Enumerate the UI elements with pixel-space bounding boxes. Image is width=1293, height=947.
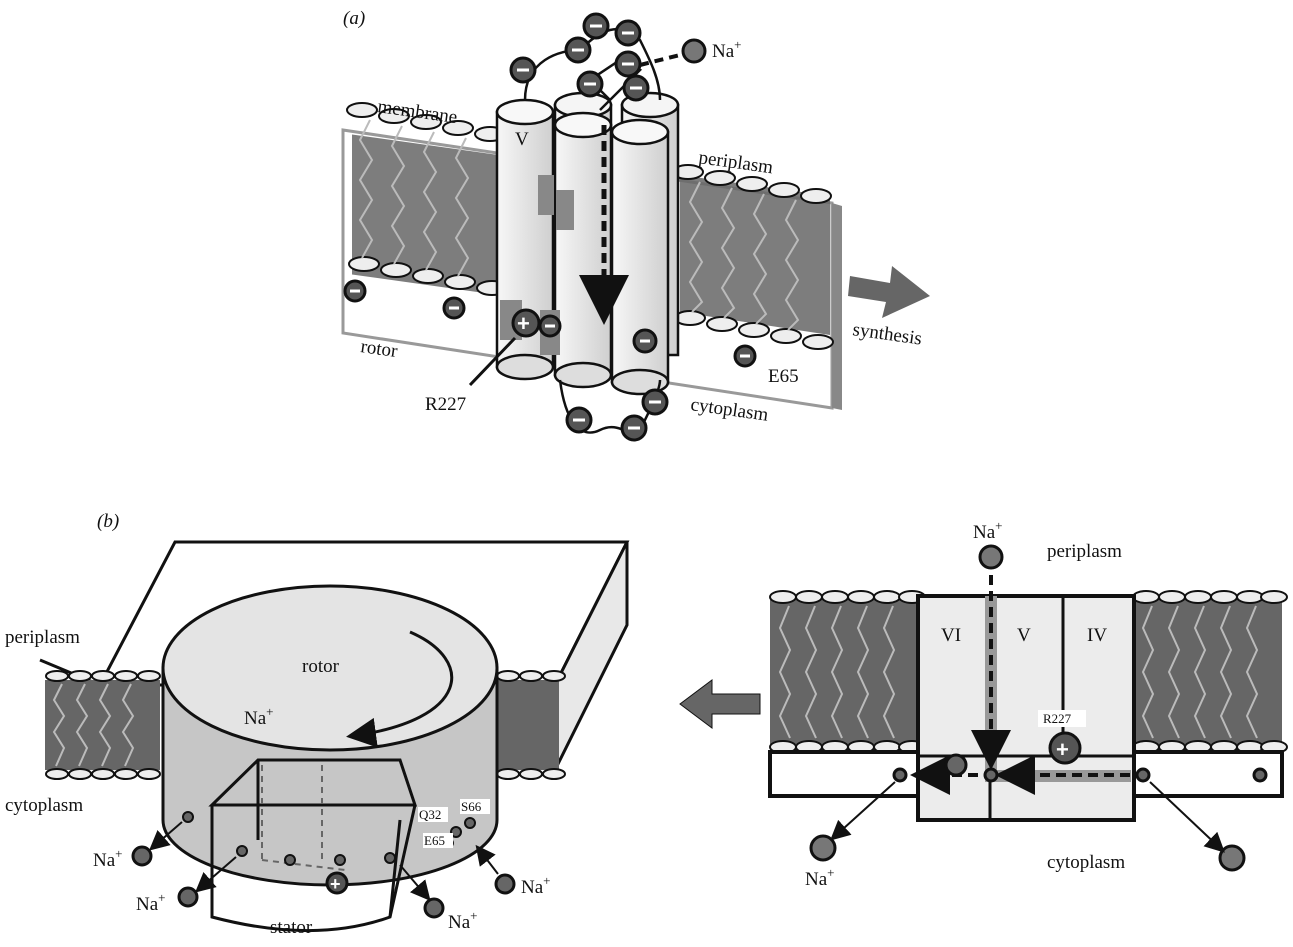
s66-label: S66 bbox=[461, 799, 482, 814]
na-label-b4: Na+ bbox=[521, 873, 551, 898]
na-label-b1: Na+ bbox=[93, 846, 123, 871]
na-ions-exiting bbox=[131, 845, 516, 919]
cytoplasm-label-a: cytoplasm bbox=[689, 394, 769, 426]
lipid-bilayer-b-right bbox=[496, 670, 566, 780]
stator bbox=[208, 758, 418, 932]
cytoplasm-label-b: cytoplasm bbox=[5, 795, 83, 816]
r227-pointer bbox=[468, 336, 517, 387]
rotation-arrow bbox=[346, 630, 454, 748]
na-label-b2: Na+ bbox=[136, 890, 166, 915]
na-label-a: Na+ bbox=[712, 37, 742, 62]
na-ion-entering bbox=[978, 544, 1004, 570]
helix-iv-label: IV bbox=[1087, 625, 1107, 646]
helix-v-label-b: V bbox=[1017, 625, 1031, 646]
svg-text:+: + bbox=[330, 874, 341, 894]
direction-arrow-left bbox=[679, 679, 761, 729]
lipid-bilayer-r-left bbox=[769, 590, 926, 754]
synthesis-arrow bbox=[848, 266, 930, 318]
cytoplasm-label-r: cytoplasm bbox=[1047, 852, 1125, 873]
na-ion-exit-left bbox=[809, 834, 837, 862]
na-ion bbox=[681, 38, 707, 64]
stator-label: stator bbox=[270, 917, 313, 938]
rotor-label-a: rotor bbox=[359, 336, 399, 362]
rotor-label-b: rotor bbox=[302, 656, 340, 677]
e65-label-b: E65 bbox=[424, 833, 445, 848]
panel-a: (a) bbox=[341, 8, 930, 442]
na-label-rotor: Na+ bbox=[244, 704, 274, 729]
lipid-bilayer-left bbox=[346, 102, 508, 296]
panel-b-left: (b) bbox=[5, 511, 630, 938]
binding-sites-r bbox=[892, 753, 1268, 783]
stator-positive-charge bbox=[325, 871, 349, 895]
helix-v-label: V bbox=[515, 129, 529, 150]
e65-label-a: E65 bbox=[768, 366, 799, 387]
panel-b-right: VI V IV Na+ R227 + Na+ periplasm bbox=[679, 518, 1288, 890]
panel-a-label: (a) bbox=[343, 8, 365, 29]
svg-text:+: + bbox=[1056, 737, 1069, 762]
na-label-r-top: Na+ bbox=[973, 518, 1003, 543]
svg-text:+: + bbox=[517, 311, 530, 336]
negative-charges-top bbox=[509, 12, 650, 102]
na-ion-exit-right bbox=[1218, 844, 1246, 872]
r227-charge-b bbox=[1048, 731, 1082, 765]
lipid-bilayer-b-left bbox=[45, 670, 161, 780]
periplasm-label-b: periplasm bbox=[5, 627, 80, 648]
r227-label-b: R227 bbox=[1043, 711, 1072, 726]
panel-b-label: (b) bbox=[97, 511, 119, 532]
lipid-bilayer-right bbox=[672, 164, 834, 350]
q32-label: Q32 bbox=[419, 807, 441, 822]
periplasm-label-r: periplasm bbox=[1047, 541, 1122, 562]
na-entry-path bbox=[639, 51, 689, 67]
na-label-b3: Na+ bbox=[448, 908, 478, 933]
r227-label-a: R227 bbox=[425, 394, 466, 415]
synthesis-label: synthesis bbox=[851, 319, 923, 349]
helix-vi-label: VI bbox=[941, 625, 961, 646]
rotor-cylinder bbox=[161, 584, 499, 887]
r227-positive-charge bbox=[511, 308, 541, 338]
na-label-r-bottom: Na+ bbox=[805, 865, 835, 890]
stator-helices bbox=[916, 594, 1136, 822]
lipid-bilayer-r-right bbox=[1132, 590, 1288, 754]
na-channel-band bbox=[985, 596, 997, 774]
residue-labels: Q32 S66 E65 bbox=[418, 799, 490, 848]
